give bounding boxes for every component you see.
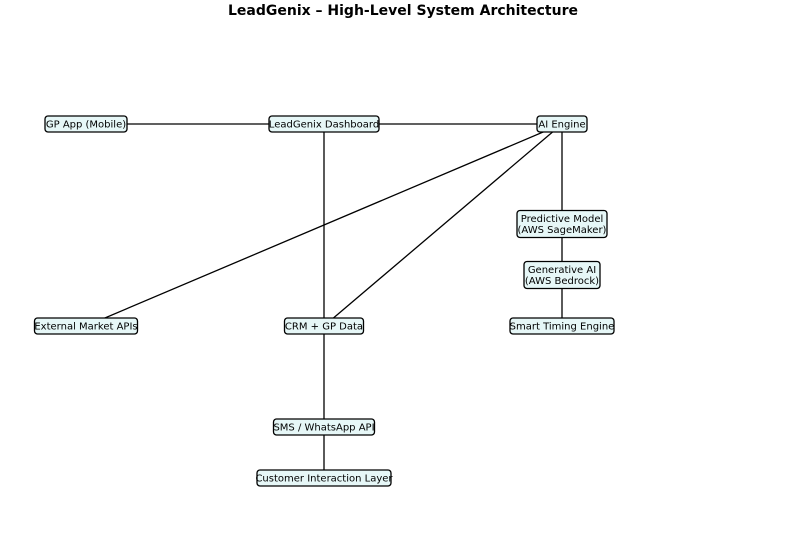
diagram-title: LeadGenix – High-Level System Architectu…	[228, 3, 578, 19]
node-label: Predictive Model	[521, 214, 604, 225]
node-external: External Market APIs	[33, 317, 139, 335]
node-label: GP App (Mobile)	[46, 120, 126, 131]
node-box	[523, 260, 601, 290]
node-label: CRM + GP Data	[285, 322, 363, 333]
node-label: AI Engine	[538, 120, 585, 131]
node-label: LeadGenix Dashboard	[269, 120, 379, 131]
node-customer: Customer Interaction Layer	[255, 469, 393, 487]
node-label: Customer Interaction Layer	[255, 474, 393, 485]
node-box	[509, 317, 615, 335]
node-timing: Smart Timing Engine	[509, 317, 615, 335]
node-genai: Generative AI(AWS Bedrock)	[523, 260, 601, 290]
node-sms: SMS / WhatsApp API	[272, 418, 376, 436]
node-box	[44, 115, 128, 133]
node-crm: CRM + GP Data	[283, 317, 365, 335]
node-label: SMS / WhatsApp API	[273, 423, 374, 434]
node-ai-engine: AI Engine	[536, 115, 588, 133]
node-box	[272, 418, 376, 436]
node-label: External Market APIs	[34, 322, 137, 333]
node-box	[256, 469, 392, 487]
node-gp-app: GP App (Mobile)	[44, 115, 128, 133]
node-label: (AWS SageMaker)	[518, 225, 607, 236]
node-label: Generative AI	[528, 265, 596, 276]
node-box	[516, 209, 608, 239]
edge-crm-to-ai_engine	[323, 123, 563, 327]
node-label: (AWS Bedrock)	[525, 276, 599, 287]
node-predictive: Predictive Model(AWS SageMaker)	[516, 209, 608, 239]
node-label: Smart Timing Engine	[510, 322, 615, 333]
node-box	[33, 317, 139, 335]
node-dashboard: LeadGenix Dashboard	[268, 115, 380, 133]
node-box	[268, 115, 380, 133]
node-box	[536, 115, 588, 133]
node-box	[283, 317, 365, 335]
